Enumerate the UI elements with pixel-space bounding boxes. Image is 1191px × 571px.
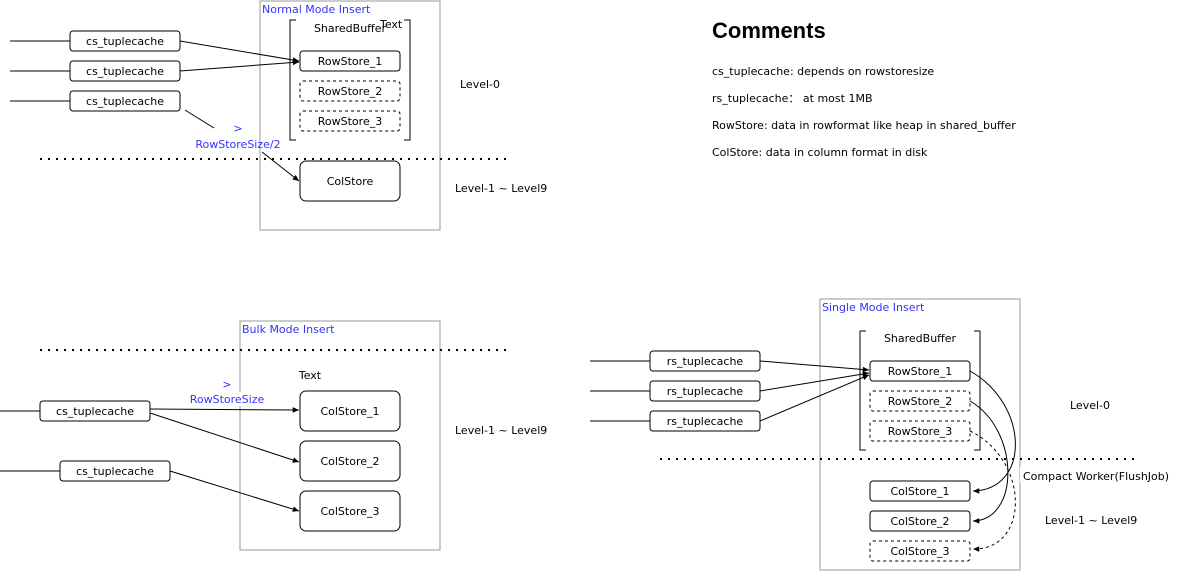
comment-line-2: rs_tuplecache： at most 1MB bbox=[712, 92, 873, 105]
single-flush-curve-1 bbox=[969, 370, 1016, 494]
normal-colstore-box bbox=[299, 160, 401, 202]
single-shared-buffer-bracket bbox=[859, 330, 981, 451]
single-flush-curve-2 bbox=[969, 400, 1009, 524]
normal-rowstore-2: RowStore_2 bbox=[318, 85, 382, 98]
single-colstore-2: ColStore_2 bbox=[890, 515, 949, 528]
normal-rowstore-3: RowStore_3 bbox=[318, 115, 382, 128]
single-mode-frame bbox=[819, 298, 1021, 571]
single-colstore-1: ColStore_1 bbox=[890, 485, 949, 498]
bulk-condition-gt: > bbox=[222, 378, 231, 391]
single-mode-section: Single Mode Insert SharedBuffer RowStore… bbox=[590, 298, 1180, 571]
normal-mode-frame bbox=[259, 0, 441, 231]
single-rowstore-2-box bbox=[869, 390, 971, 412]
single-colstore-3-box bbox=[869, 540, 971, 562]
single-cache-1: rs_tuplecache bbox=[667, 355, 744, 368]
single-rowstore-3-box bbox=[869, 420, 971, 442]
comment-line-4: ColStore: data in column format in disk bbox=[712, 146, 928, 159]
bulk-cache-1: cs_tuplecache bbox=[56, 405, 134, 418]
bulk-colstore-1: ColStore_1 bbox=[320, 405, 379, 418]
bulk-mode-title: Bulk Mode Insert bbox=[242, 323, 335, 336]
bulk-colstore-1-box bbox=[299, 390, 401, 432]
single-arrow-1 bbox=[759, 360, 870, 373]
bulk-colstore-3-box bbox=[299, 490, 401, 532]
bulk-condition-size: RowStoreSize bbox=[190, 393, 265, 406]
bulk-condition-bg bbox=[190, 392, 264, 406]
normal-shared-buffer-label: SharedBuffer bbox=[314, 22, 387, 35]
normal-text-label: Text bbox=[379, 18, 403, 31]
single-level0-label: Level-0 bbox=[1070, 399, 1110, 412]
bulk-arrow-2 bbox=[149, 412, 300, 463]
bulk-colstore-2: ColStore_2 bbox=[320, 455, 379, 468]
normal-level19-label: Level-1 ~ Level9 bbox=[455, 182, 547, 195]
single-colstore-2-box bbox=[869, 510, 971, 532]
bulk-text-label: Text bbox=[298, 369, 322, 382]
normal-arrow-1 bbox=[179, 40, 300, 63]
bulk-colstore-3: ColStore_3 bbox=[320, 505, 379, 518]
normal-cache-3: cs_tuplecache bbox=[86, 95, 164, 108]
single-rowstore-1: RowStore_1 bbox=[888, 365, 952, 378]
single-shared-buffer-label: SharedBuffer bbox=[884, 332, 957, 345]
single-level19-label: Level-1 ~ Level9 bbox=[1045, 514, 1137, 527]
single-arrow-2 bbox=[759, 371, 870, 392]
single-mode-title: Single Mode Insert bbox=[822, 301, 925, 314]
bulk-cache-2: cs_tuplecache bbox=[76, 465, 154, 478]
comments-title: Comments bbox=[712, 18, 826, 43]
normal-cache-3-box bbox=[69, 90, 181, 112]
single-rowstore-3: RowStore_3 bbox=[888, 425, 952, 438]
single-colstore-1-box bbox=[869, 480, 971, 502]
normal-rowstore-2-box bbox=[299, 80, 401, 102]
normal-level0-label: Level-0 bbox=[460, 78, 500, 91]
bulk-arrow-3 bbox=[169, 470, 300, 512]
bulk-mode-frame bbox=[239, 320, 441, 551]
single-cache-2: rs_tuplecache bbox=[667, 385, 744, 398]
normal-condition-size: RowStoreSize/2 bbox=[195, 138, 280, 151]
normal-colstore: ColStore bbox=[327, 175, 374, 188]
normal-arrow-2 bbox=[179, 59, 300, 72]
bulk-level19-label: Level-1 ~ Level9 bbox=[455, 424, 547, 437]
single-flush-curve-3 bbox=[969, 430, 1016, 552]
normal-arrow-3b bbox=[261, 151, 300, 182]
bulk-colstore-2-box bbox=[299, 440, 401, 482]
normal-rowstore-3-box bbox=[299, 110, 401, 132]
normal-arrow-3a bbox=[184, 109, 215, 129]
comments-section: Comments cs_tuplecache: depends on rowst… bbox=[712, 18, 1016, 159]
comment-line-3: RowStore: data in rowformat like heap in… bbox=[712, 119, 1016, 132]
normal-shared-buffer-bracket bbox=[289, 19, 411, 141]
bulk-cache-1-box bbox=[39, 400, 151, 422]
normal-condition-gt: > bbox=[233, 122, 242, 135]
single-rowstore-2: RowStore_2 bbox=[888, 395, 952, 408]
normal-mode-title: Normal Mode Insert bbox=[262, 3, 371, 16]
normal-rowstore-1-box bbox=[299, 50, 401, 72]
single-worker-label: Compact Worker(FlushJob) bbox=[1023, 470, 1169, 483]
normal-cache-1: cs_tuplecache bbox=[86, 35, 164, 48]
single-cache-3: rs_tuplecache bbox=[667, 415, 744, 428]
normal-mode-section: Normal Mode Insert SharedBuffer Text Row… bbox=[10, 0, 547, 231]
bulk-arrow-1 bbox=[149, 407, 300, 413]
single-colstore-3: ColStore_3 bbox=[890, 545, 949, 558]
normal-cache-2: cs_tuplecache bbox=[86, 65, 164, 78]
comment-line-1: cs_tuplecache: depends on rowstoresize bbox=[712, 65, 934, 78]
bulk-mode-section: Bulk Mode Insert Text ColStore_1 ColStor… bbox=[0, 320, 547, 551]
single-worker-bg bbox=[1020, 467, 1180, 483]
single-arrow-3 bbox=[759, 374, 870, 422]
normal-rowstore-1: RowStore_1 bbox=[318, 55, 382, 68]
